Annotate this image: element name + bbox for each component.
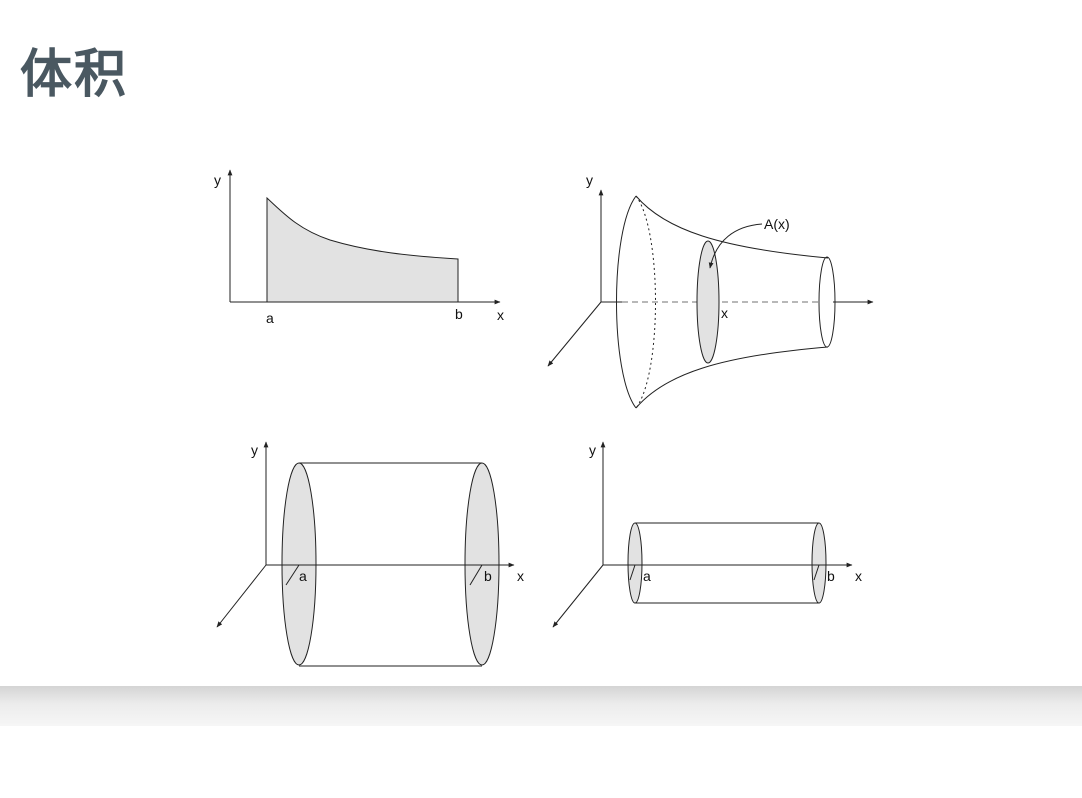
a-label: a [299, 568, 307, 584]
small-end [818, 256, 836, 348]
solid-top-profile [635, 195, 829, 259]
b-label: b [484, 568, 492, 584]
b-label: b [455, 306, 463, 322]
y-axis-label: y [251, 442, 258, 458]
x-axis-label: x [517, 568, 524, 584]
x-axis-label: x [855, 568, 862, 584]
left-disk [281, 462, 317, 666]
z-axis [552, 564, 604, 628]
z-axis [216, 564, 267, 628]
right-disk [811, 522, 827, 604]
section-pointer [708, 223, 763, 269]
right-disk-radius [813, 564, 820, 581]
large-end-front [616, 195, 637, 409]
panel-solid-of-revolution: A(x) y x [547, 172, 874, 409]
left-disk [627, 522, 643, 604]
panel-area-under-curve: y x a b [214, 169, 504, 326]
solid-bottom-profile [635, 346, 829, 409]
section-label: A(x) [764, 216, 790, 232]
y-axis-label: y [589, 442, 596, 458]
left-disk-radius [285, 564, 300, 586]
a-label: a [643, 568, 651, 584]
panel-small-cylinder: y x a b [552, 441, 862, 628]
right-disk-radius [469, 564, 483, 586]
x-axis-label: x [497, 307, 504, 323]
footer-band [0, 686, 1082, 726]
cross-section-disk [696, 240, 720, 364]
left-disk-radius [629, 564, 636, 581]
shaded-region [266, 196, 459, 303]
b-label: b [827, 568, 835, 584]
a-label: a [266, 310, 274, 326]
y-axis-label: y [586, 172, 593, 188]
panel-large-cylinder: y x a b [216, 441, 524, 667]
z-axis [547, 301, 602, 367]
slide-title: 体积 [20, 45, 129, 105]
right-disk [464, 462, 500, 666]
x-axis-label: x [721, 305, 728, 321]
y-axis-label: y [214, 172, 221, 188]
